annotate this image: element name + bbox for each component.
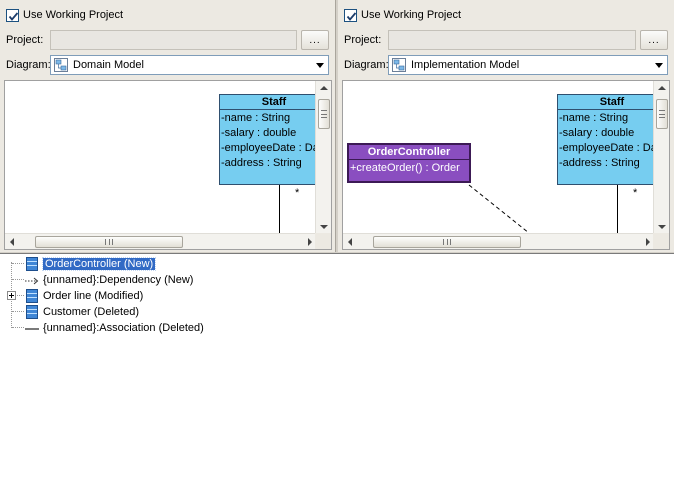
grip-icon — [443, 239, 451, 245]
scroll-down-icon[interactable] — [658, 225, 666, 229]
use-working-project-label: Use Working Project — [23, 9, 124, 21]
diagram-canvas[interactable]: Staff -name : String -salary : double -e… — [4, 80, 332, 250]
scroll-left-icon[interactable] — [10, 238, 14, 246]
chevron-down-icon — [655, 63, 663, 68]
tree-item-label: {unnamed}:Dependency (New) — [43, 274, 194, 286]
horizontal-scroll-thumb[interactable] — [373, 236, 521, 248]
class-attribute: -address : String — [221, 157, 302, 169]
project-field[interactable] — [388, 30, 636, 50]
use-working-project-checkbox[interactable] — [344, 8, 357, 22]
class-name: Staff — [558, 95, 666, 110]
association-line — [279, 185, 280, 235]
tree-item-label: OrderController (New) — [41, 257, 157, 271]
tree-item[interactable]: Order line (Modified) — [25, 288, 143, 304]
class-name: OrderController — [349, 145, 469, 160]
diagram-select-value: Domain Model — [73, 59, 144, 71]
expand-icon[interactable] — [7, 291, 16, 300]
dependency-line — [468, 184, 530, 234]
tree-connector — [15, 295, 24, 296]
scroll-up-icon[interactable] — [320, 86, 328, 90]
horizontal-scrollbar[interactable] — [5, 233, 317, 249]
association-line — [617, 185, 618, 235]
horizontal-scroll-thumb[interactable] — [35, 236, 183, 248]
vertical-scroll-thumb[interactable] — [318, 99, 330, 129]
class-operation: +createOrder() : Order — [350, 162, 460, 174]
scroll-up-icon[interactable] — [658, 86, 666, 90]
project-field[interactable] — [50, 30, 297, 50]
tree-item-label: Customer (Deleted) — [43, 306, 139, 318]
checkmark-icon — [346, 11, 357, 21]
class-attribute: -employeeDate : Da — [221, 142, 319, 154]
diagram-select[interactable]: Domain Model — [50, 55, 329, 75]
tree-item-label: Order line (Modified) — [43, 290, 144, 302]
class-diagram-icon — [54, 58, 68, 72]
left-diagram-panel: Use Working Project Project: ... Diagram… — [0, 0, 336, 252]
staff-class[interactable]: Staff -name : String -salary : double -e… — [219, 94, 329, 185]
use-working-project-row[interactable]: Use Working Project — [344, 5, 668, 25]
diagram-canvas[interactable]: OrderController +createOrder() : Order S… — [342, 80, 670, 250]
class-attribute: -salary : double — [221, 127, 297, 139]
tree-item[interactable]: OrderController (New) — [25, 256, 157, 272]
class-icon — [25, 304, 39, 320]
class-icon — [25, 256, 39, 272]
grip-icon — [105, 239, 113, 245]
association-icon — [25, 321, 39, 336]
scroll-corner — [653, 233, 669, 249]
tree-connector — [12, 327, 24, 328]
scroll-right-icon[interactable] — [646, 238, 650, 246]
browse-project-button[interactable]: ... — [301, 30, 329, 50]
diagram-select-value: Implementation Model — [411, 59, 520, 71]
scroll-right-icon[interactable] — [308, 238, 312, 246]
class-attribute: -name : String — [559, 112, 629, 124]
class-attribute: -employeeDate : Da — [559, 142, 657, 154]
ordercontroller-class[interactable]: OrderController +createOrder() : Order — [347, 143, 471, 183]
tree-connector — [12, 279, 24, 280]
vertical-scrollbar[interactable] — [653, 81, 669, 234]
horizontal-scrollbar[interactable] — [343, 233, 655, 249]
multiplicity-label: * — [633, 187, 638, 199]
tree-connector — [12, 263, 24, 264]
project-label: Project: — [6, 34, 44, 46]
tree-item[interactable]: {unnamed}:Association (Deleted) — [25, 320, 204, 336]
changes-tree[interactable]: OrderController (New) {unnamed}:Dependen… — [0, 253, 674, 491]
grip-icon — [321, 110, 327, 118]
class-attribute: -salary : double — [559, 127, 635, 139]
use-working-project-checkbox[interactable] — [6, 8, 19, 22]
dependency-icon — [25, 273, 39, 288]
use-working-project-row[interactable]: Use Working Project — [6, 5, 329, 25]
diagram-label: Diagram: — [344, 59, 389, 71]
checkmark-icon — [8, 11, 19, 21]
vertical-scroll-thumb[interactable] — [656, 99, 668, 129]
project-label: Project: — [344, 34, 382, 46]
chevron-down-icon — [316, 63, 324, 68]
use-working-project-label: Use Working Project — [361, 9, 462, 21]
diagram-label: Diagram: — [6, 59, 51, 71]
tree-connector — [12, 311, 24, 312]
class-diagram-icon — [392, 58, 406, 72]
staff-class[interactable]: Staff -name : String -salary : double -e… — [557, 94, 667, 185]
browse-project-button[interactable]: ... — [640, 30, 668, 50]
scroll-corner — [315, 233, 331, 249]
scroll-left-icon[interactable] — [348, 238, 352, 246]
class-attribute: -address : String — [559, 157, 640, 169]
grip-icon — [659, 110, 665, 118]
tree-item-label: {unnamed}:Association (Deleted) — [43, 322, 204, 334]
diagram-select[interactable]: Implementation Model — [388, 55, 668, 75]
class-icon — [25, 288, 39, 304]
scroll-down-icon[interactable] — [320, 225, 328, 229]
right-diagram-panel: Use Working Project Project: ... Diagram… — [338, 0, 674, 252]
multiplicity-label: * — [295, 187, 300, 199]
tree-item[interactable]: Customer (Deleted) — [25, 304, 139, 320]
vertical-scrollbar[interactable] — [315, 81, 331, 234]
class-attribute: -name : String — [221, 112, 291, 124]
tree-item[interactable]: {unnamed}:Dependency (New) — [25, 272, 193, 288]
class-name: Staff — [220, 95, 328, 110]
